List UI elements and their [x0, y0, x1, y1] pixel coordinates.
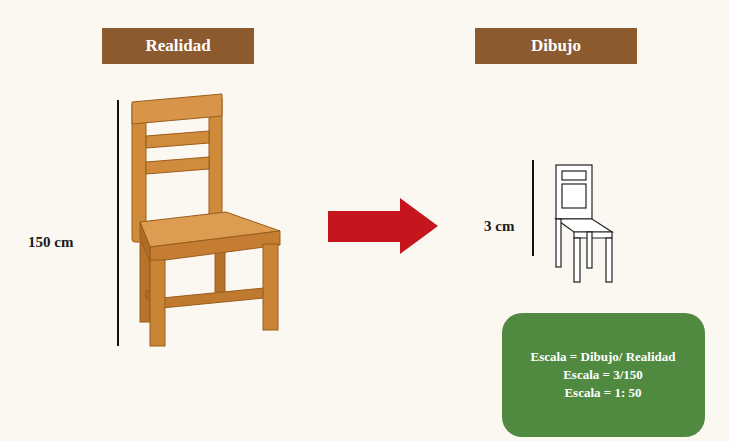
header-box: Realidad [102, 28, 254, 64]
dimension-line [117, 100, 119, 346]
formula-line: Escala = 1: 50 [564, 384, 641, 402]
dimension-line [532, 160, 534, 256]
dimension-label: 150 cm [28, 234, 73, 251]
wooden-chair [132, 94, 280, 346]
formula-line: Escala = 3/150 [563, 366, 643, 384]
header-text: Realidad [145, 36, 210, 56]
formula-line: Escala = Dibujo/ Realidad [530, 348, 675, 366]
chair-drawing [556, 165, 612, 282]
header-box: Dibujo [475, 28, 637, 64]
formula-box: Escala = Dibujo/ RealidadEscala = 3/150E… [502, 313, 705, 437]
arrow [328, 198, 438, 254]
dimension-label: 3 cm [484, 218, 514, 235]
header-text: Dibujo [531, 36, 581, 56]
